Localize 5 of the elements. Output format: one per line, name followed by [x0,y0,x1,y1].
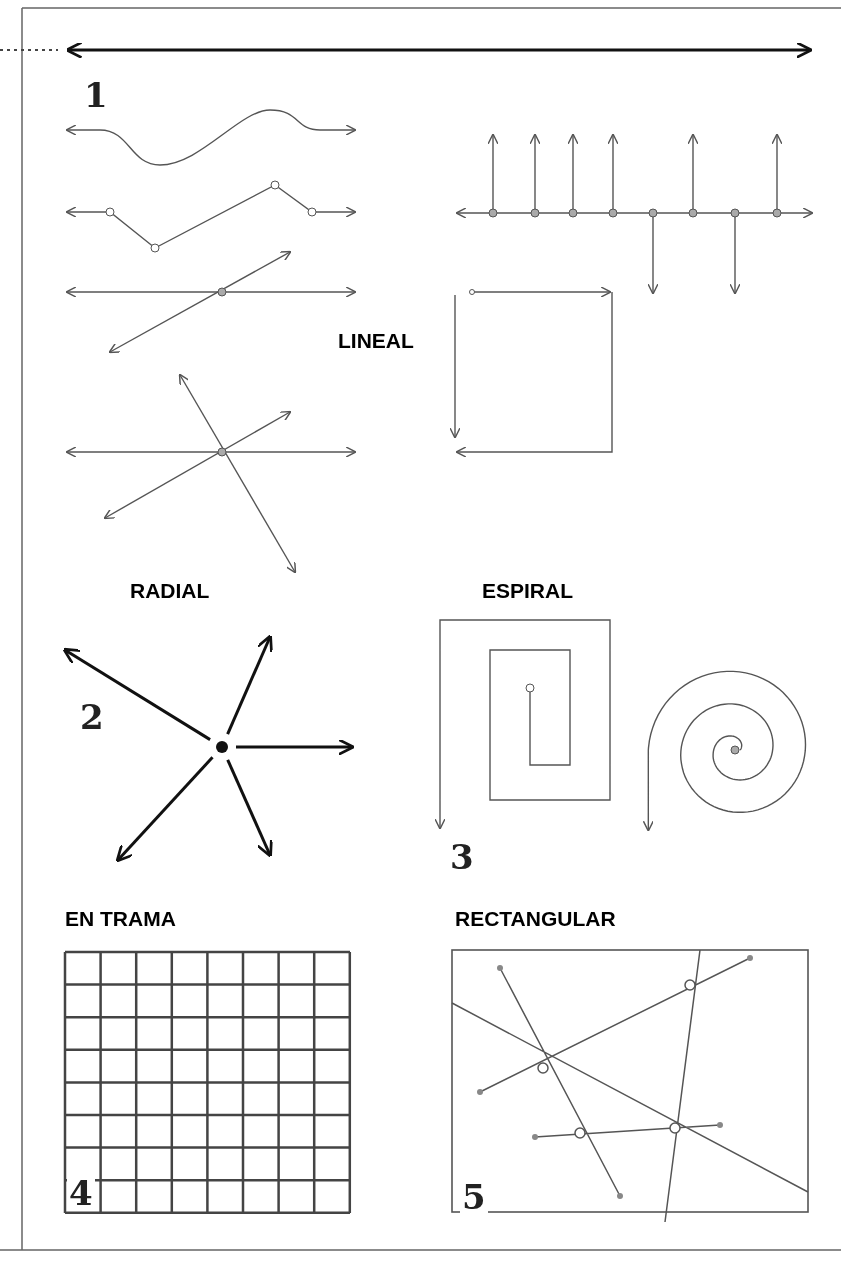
section-label: RECTANGULAR [455,908,616,929]
section-label: LINEAL [338,330,414,351]
section-label: RADIAL [130,580,210,601]
section-label: EN TRAMA [65,908,176,929]
section-label: ESPIRAL [482,580,573,601]
